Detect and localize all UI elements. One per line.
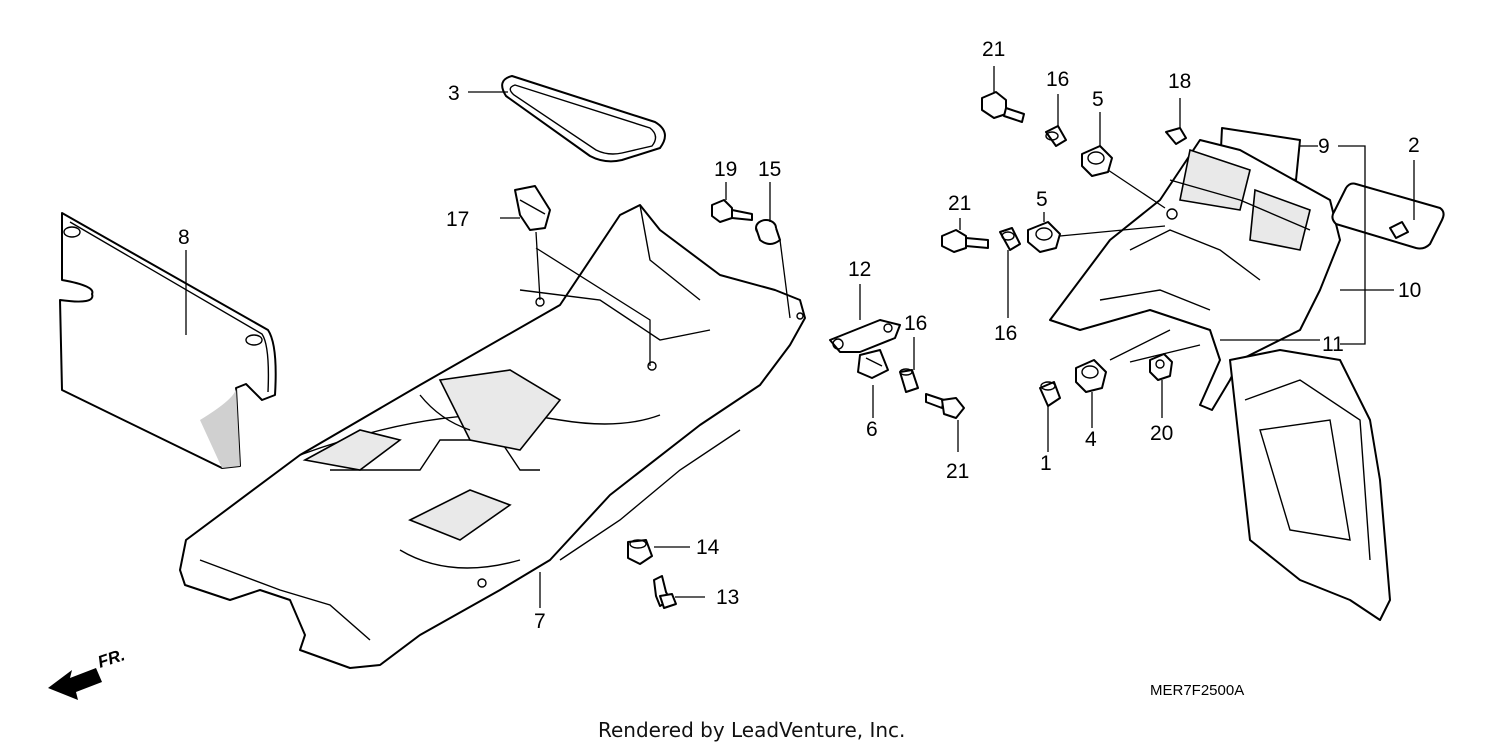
callout-6: 6	[866, 418, 878, 441]
screw-13	[653, 575, 677, 609]
reflector	[1331, 182, 1445, 250]
callout-12: 12	[848, 258, 871, 281]
bolt-21-top	[981, 91, 1025, 123]
bolt-21-mid	[941, 229, 989, 253]
callout-13: 13	[716, 586, 739, 609]
callout-11: 11	[1322, 333, 1344, 356]
front-direction-arrow: FR.	[48, 645, 127, 700]
clip-18	[1165, 127, 1187, 145]
rear-fender	[1049, 127, 1391, 621]
callout-9: 9	[1318, 135, 1330, 158]
callout-15: 15	[758, 158, 781, 181]
grommet-5-top	[1081, 145, 1113, 177]
callout-8: 8	[178, 226, 190, 249]
leader-lines	[185, 66, 1415, 608]
collar-1	[1039, 381, 1061, 407]
collar-16-mid	[999, 227, 1021, 251]
callout-3: 3	[448, 82, 460, 105]
callout-1: 1	[1040, 452, 1052, 475]
bolt-19	[711, 199, 753, 223]
callout-10: 10	[1398, 279, 1421, 302]
callout-16-top: 16	[1046, 68, 1069, 91]
callout-21-mid: 21	[948, 192, 971, 215]
callout-7: 7	[534, 610, 546, 633]
seal-ring	[501, 75, 666, 163]
callout-5-top: 5	[1092, 88, 1104, 111]
callout-14: 14	[696, 536, 720, 559]
inner-rear-fender	[179, 204, 806, 669]
callout-21-low: 21	[946, 460, 969, 483]
collar-15	[755, 219, 781, 245]
callout-5-mid: 5	[1036, 188, 1048, 211]
render-credit: Rendered by LeadVenture, Inc.	[598, 718, 905, 742]
clip-17	[514, 185, 551, 231]
callout-4: 4	[1085, 428, 1097, 451]
collar-16-top	[1045, 125, 1067, 147]
grommet-14	[627, 539, 653, 565]
callout-17: 17	[446, 208, 469, 231]
front-direction-label: FR.	[95, 645, 127, 672]
callout-21-top: 21	[982, 38, 1005, 61]
grommet-6	[857, 349, 889, 379]
bolt-21-lower	[925, 393, 965, 419]
callout-20: 20	[1150, 422, 1173, 445]
callout-19: 19	[714, 158, 737, 181]
callout-16-low: 16	[904, 312, 927, 335]
bracket-12	[829, 319, 901, 353]
flap-panel	[59, 212, 277, 469]
nut-20	[1149, 353, 1173, 381]
callout-labels: 1 2 3 4 5 5 6 7 8 9 10 11 12 13 14 15 16…	[178, 38, 1421, 633]
callout-2: 2	[1408, 134, 1420, 157]
diagram-ref-code: MER7F2500A	[1150, 682, 1244, 699]
callout-18: 18	[1168, 70, 1191, 93]
callout-16-mid: 16	[994, 322, 1017, 345]
grommet-4	[1075, 359, 1107, 393]
collar-16-lower	[899, 368, 919, 393]
grommet-5-mid	[1027, 221, 1061, 253]
